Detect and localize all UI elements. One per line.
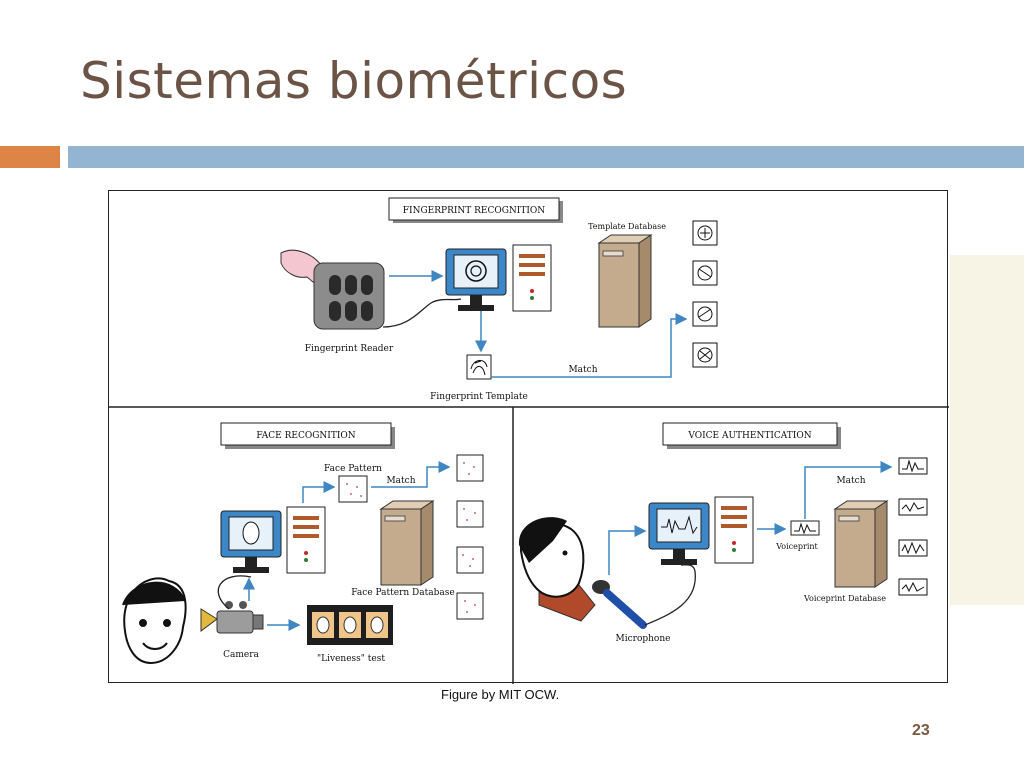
monitor-icon — [445, 248, 507, 311]
camera-icon — [200, 601, 264, 634]
speaking-person-icon — [518, 517, 596, 622]
liveness-film-strip-icon — [307, 605, 393, 645]
person-face-icon — [122, 577, 187, 665]
face-pattern-label: Face Pattern — [324, 464, 382, 474]
liveness-test-label: "Liveness" test — [317, 654, 385, 664]
fingerprint-reader-icon — [313, 262, 385, 330]
voiceprint-database-label: Voiceprint Database — [803, 594, 886, 603]
fingerprint-template-label: Fingerprint Template — [430, 392, 528, 402]
biometric-systems-figure: FINGERPRINT RECOGNITION Fingerprint Read… — [108, 190, 949, 684]
background-seal-watermark — [950, 255, 1024, 605]
fingerprint-samples — [692, 220, 718, 368]
fingerprint-template-icon — [466, 354, 492, 380]
microphone-label: Microphone — [616, 634, 671, 644]
face-heading: FACE RECOGNITION — [256, 431, 355, 441]
slide-title: Sistemas biométricos — [80, 52, 628, 110]
voice-monitor-icon — [648, 502, 710, 565]
face-pattern-database-server-icon — [379, 500, 435, 586]
face-pattern-samples — [456, 454, 484, 620]
voice-computer-tower-icon — [714, 496, 754, 564]
voice-match-label: Match — [836, 476, 865, 486]
page-number: 23 — [912, 722, 930, 739]
camera-label: Camera — [223, 650, 259, 660]
voiceprint-icon — [790, 520, 820, 536]
fingerprint-heading: FINGERPRINT RECOGNITION — [403, 206, 546, 216]
face-panel: FACE RECOGNITION Face Pattern Match — [122, 422, 484, 665]
fingerprint-panel: FINGERPRINT RECOGNITION Fingerprint Read… — [280, 197, 718, 402]
accent-bar-blue — [68, 146, 1024, 168]
voiceprint-samples — [898, 457, 928, 596]
face-pattern-database-label: Face Pattern Database — [351, 588, 454, 598]
voice-panel: VOICE AUTHENTICATION Voiceprint Match — [518, 422, 928, 644]
figure-drawing: FINGERPRINT RECOGNITION Fingerprint Read… — [109, 197, 949, 684]
accent-bar-orange — [0, 146, 60, 168]
face-computer-tower-icon — [286, 506, 326, 574]
fingerprint-reader-label: Fingerprint Reader — [305, 344, 394, 354]
face-match-label: Match — [386, 476, 415, 486]
voice-heading: VOICE AUTHENTICATION — [687, 431, 811, 441]
face-pattern-icon — [338, 475, 368, 503]
voiceprint-database-server-icon — [833, 500, 889, 588]
face-monitor-icon — [220, 510, 282, 573]
computer-tower-icon — [512, 244, 552, 312]
template-database-server-icon — [597, 234, 653, 328]
voiceprint-label: Voiceprint — [775, 542, 818, 551]
fingerprint-match-label: Match — [568, 365, 597, 375]
figure-caption: Figure by MIT OCW. — [441, 687, 560, 702]
microphone-icon — [592, 580, 647, 629]
template-database-label: Template Database — [588, 222, 666, 231]
